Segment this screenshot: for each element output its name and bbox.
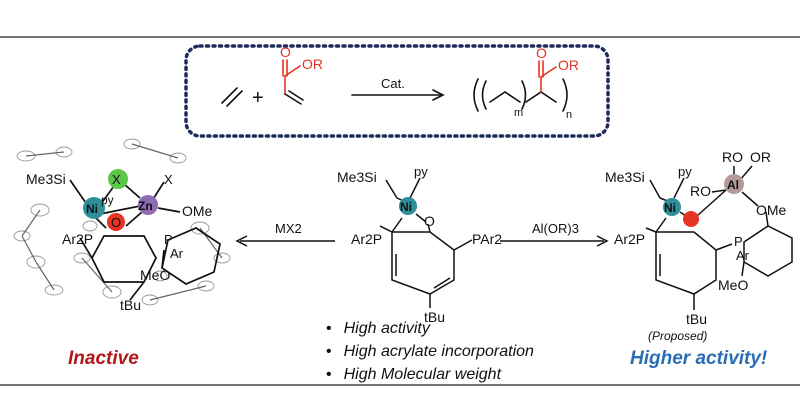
left-meo-label: MeO: [140, 267, 170, 283]
right-phosphine-label: Ar2P: [614, 231, 645, 247]
arrows: [235, 235, 609, 247]
right-o-atom: [683, 211, 699, 227]
subscript-m: m: [514, 107, 523, 119]
left-tbu-label: tBu: [120, 297, 141, 313]
left-ome-label: OMe: [182, 203, 213, 219]
right-tbu-label: tBu: [686, 311, 707, 327]
polymer-bracket-outer-left: [473, 78, 479, 112]
polymer-oxygen: O: [536, 45, 547, 61]
left-p-label: P: [164, 232, 173, 247]
center-ni-label: Ni: [400, 200, 412, 214]
left-py-label: py: [101, 193, 114, 207]
polymer-bracket-outer-right: [562, 78, 568, 112]
right-p-label: P: [734, 234, 743, 249]
right-arrow-head: [596, 235, 609, 247]
bullet-item: High Molecular weight: [326, 363, 534, 386]
left-phosphine-label: Ar2P: [62, 231, 93, 247]
right-ro-2-label: OR: [750, 149, 771, 165]
left-arrow-reagent: MX2: [275, 221, 302, 236]
right-arrow-reagent: Al(OR)3: [532, 221, 579, 236]
right-complex: Me3Si py Ni Al RO OR RO OMe Ar2P P Ar Me…: [605, 149, 793, 343]
left-x-atom: [108, 169, 128, 189]
plus-sign: +: [252, 87, 264, 109]
center-silyl-label: Me3Si: [337, 169, 377, 185]
center-py-label: py: [414, 164, 428, 179]
polymer-acrylate-unit: [525, 91, 557, 103]
center-complex: Me3Si py Ni O Ar2P PAr2 tBu: [337, 164, 502, 325]
bullet-item: High activity: [326, 317, 534, 340]
left-ni-atom: [83, 197, 105, 219]
left-ar-label: Ar: [170, 246, 184, 261]
acrylate-structure: [282, 59, 301, 95]
right-ro-3-label: RO: [690, 183, 711, 199]
bullet-item: High acrylate incorporation: [326, 340, 534, 363]
thermal-ellipsoids: [13, 138, 231, 306]
catalyst-label: Cat.: [381, 76, 405, 91]
reaction-scheme: [221, 59, 568, 112]
acrylate-ester-group: OR: [302, 56, 323, 72]
right-al-label: Al: [727, 178, 739, 192]
right-meo-label: MeO: [718, 277, 748, 293]
center-oxygen-label: O: [424, 213, 435, 229]
subscript-n: n: [566, 109, 572, 121]
higher-activity-caption: Higher activity!: [630, 348, 767, 369]
reaction-box: [184, 44, 610, 138]
polymer-ethylene-unit: [489, 91, 521, 103]
left-o-atom: [107, 213, 125, 231]
left-complex: Me3Si X X py Ni Zn O OMe Ar2P P Ar MeO t…: [13, 138, 231, 313]
left-zn-atom: [138, 195, 158, 215]
left-x-right-label: X: [164, 172, 173, 187]
polymer-bracket-inner-right: [521, 80, 527, 110]
left-arrow-head: [235, 235, 248, 247]
advantages-list: High activity High acrylate incorporatio…: [326, 317, 534, 386]
left-x-top-label: X: [112, 172, 121, 187]
center-ni-atom: [399, 197, 417, 215]
acrylate-oxygen: O: [280, 44, 291, 60]
left-ni-label: Ni: [86, 202, 98, 216]
polymer-ester: [538, 60, 557, 78]
center-phosphine-left: Ar2P: [351, 231, 382, 247]
left-zn-label: Zn: [138, 199, 153, 213]
right-ni-label: Ni: [664, 201, 676, 215]
center-phosphine-right: PAr2: [472, 231, 502, 247]
polymer-bracket-inner-left: [481, 80, 487, 110]
right-ro-1-label: RO: [722, 149, 743, 165]
polymer-ester-group: OR: [558, 57, 579, 73]
right-ni-atom: [663, 198, 681, 216]
right-al-atom: [724, 174, 744, 194]
left-o-label: O: [111, 215, 121, 230]
ethylene-bond-b: [226, 90, 243, 107]
reaction-arrow-head: [432, 89, 445, 101]
right-ome-label: OMe: [756, 202, 787, 218]
right-ar-label: Ar: [736, 248, 750, 263]
inactive-caption: Inactive: [68, 348, 139, 369]
right-proposed-note: (Proposed): [648, 329, 707, 343]
acrylate-vinyl: [284, 90, 304, 105]
right-silyl-label: Me3Si: [605, 169, 645, 185]
left-silyl-label: Me3Si: [26, 171, 66, 187]
right-py-label: py: [678, 164, 692, 179]
ethylene-bond-a: [221, 87, 238, 104]
